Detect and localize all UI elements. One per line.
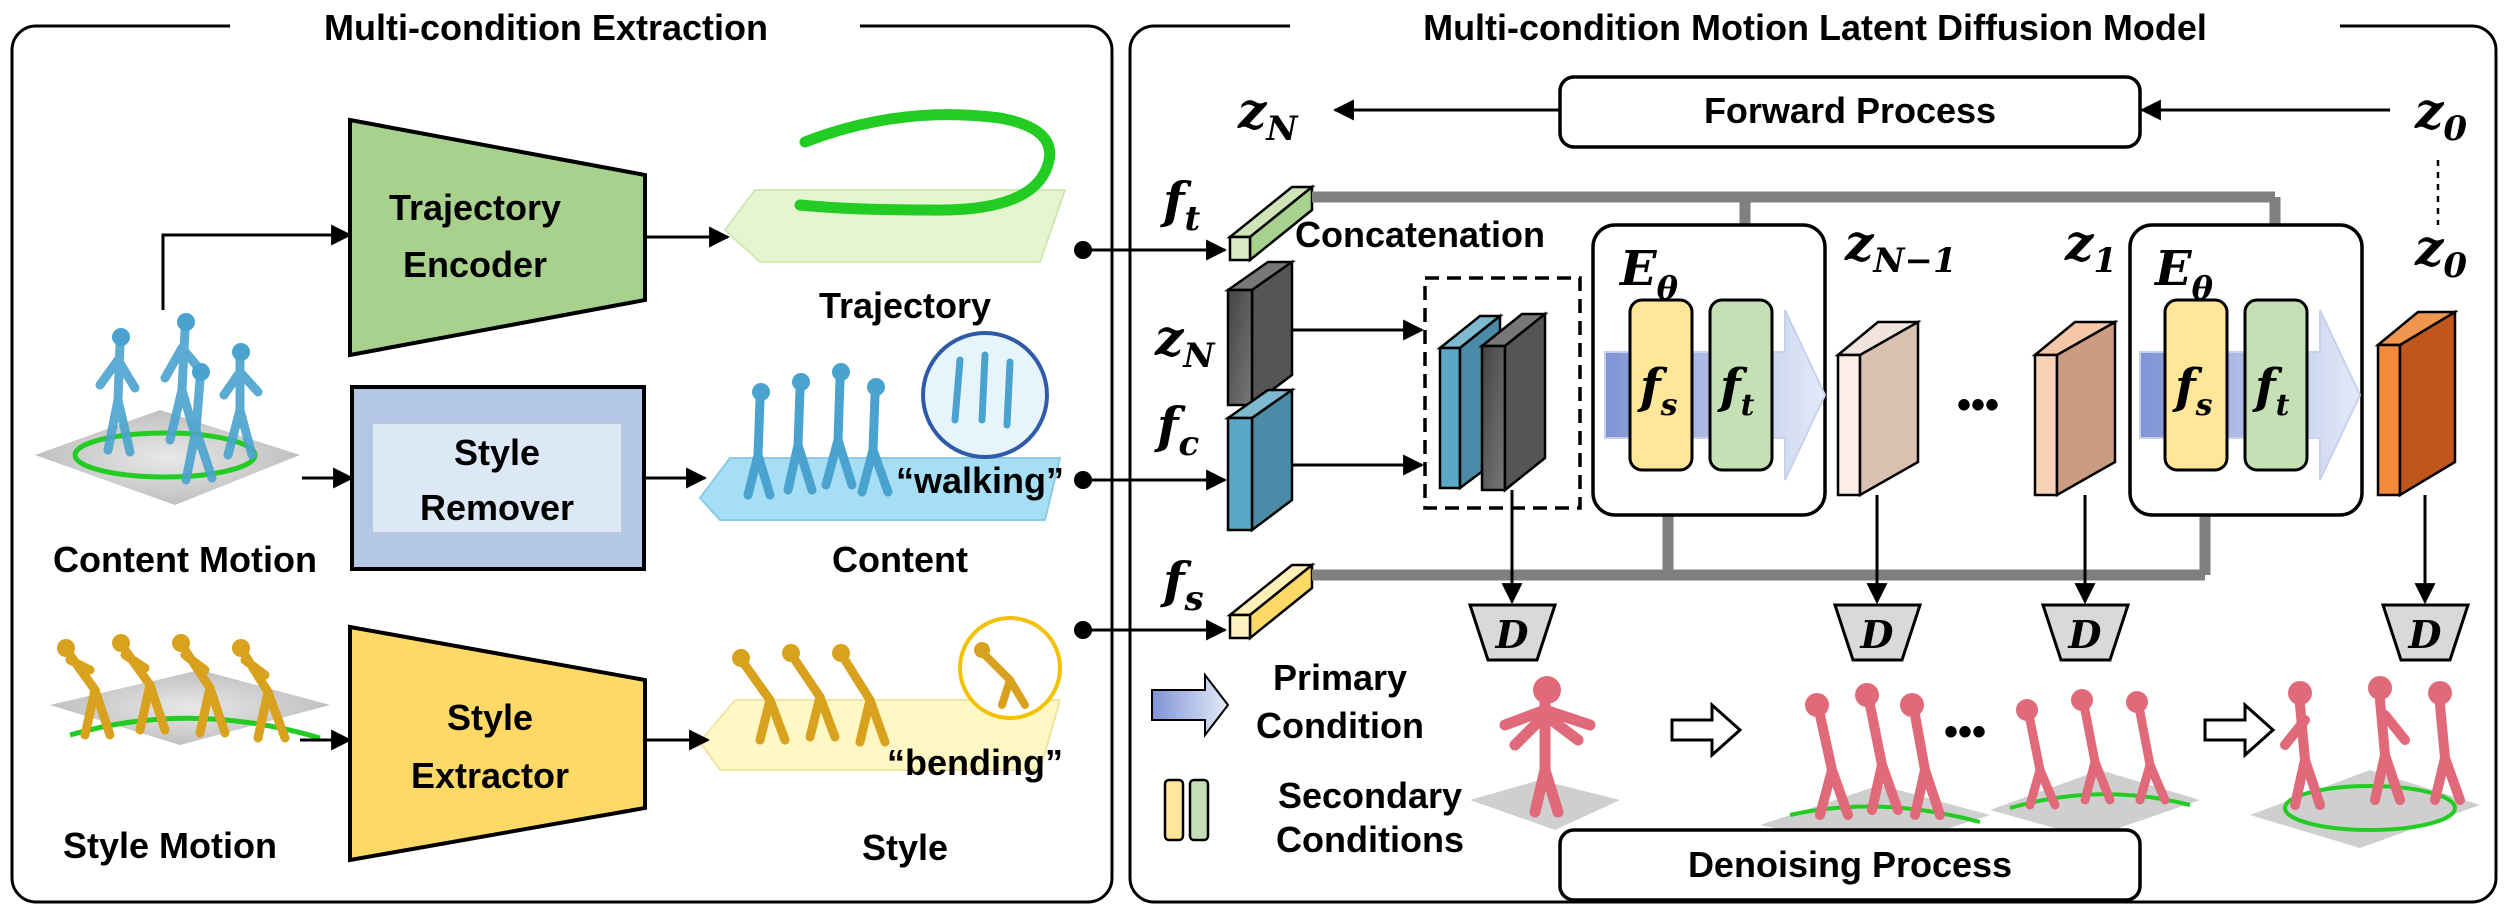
style-motion-illustration [50,634,330,745]
f-s-cell-1 [1628,298,1694,472]
primary-condition-legend-icon [1151,672,1230,738]
trajectory-output-illustration [723,109,1067,263]
f-c-label: fc [1154,396,1200,464]
style-extractor-label-2: Extractor [411,755,569,796]
f-s-cell-2 [2163,298,2229,472]
content-motion-illustration [35,313,300,505]
f-c-block [1224,387,1296,533]
f-s-label: fs [1160,551,1204,619]
generated-motion-4 [2250,676,2480,848]
right-panel-title: Multi-condition Motion Latent Diffusion … [1423,7,2207,48]
svg-text:D: D [2408,612,2442,657]
walking-label: “walking” [896,460,1064,501]
style-motion-label: Style Motion [63,825,277,866]
z-0-top-label: z0 [2414,81,2467,149]
f-t-cell-2 [2243,298,2309,472]
style-extractor-block [348,624,647,863]
z-n-minus-1-block [1834,319,1922,498]
legend-secondary-line-2: Conditions [1276,819,1464,860]
decoder-2: D [1832,603,1923,662]
concatenation-label: Concatenation [1295,214,1545,255]
style-remover-label-2: Remover [420,487,574,528]
style-output-illustration [698,616,1062,771]
denoiser-1-label: Eθ [1618,241,1679,307]
z-0-block [2374,309,2459,498]
z-1-label: z1 [2064,213,2117,281]
decoder-4: D [2380,603,2471,662]
legend-primary-line-1: Primary [1273,657,1407,698]
legend-secondary-line-1: Secondary [1278,775,1462,816]
decoder-arrows [1501,490,2436,605]
left-panel-title: Multi-condition Extraction [324,7,768,48]
z-n-left-label: zN [1154,308,1216,376]
secondary-conditions-legend-icon [1163,778,1210,842]
generated-motion-3 [1990,689,2200,838]
denoising-process-box [1558,828,2142,902]
z-n-minus-1-label: zN−1 [1844,213,1957,281]
style-remover-label-1: Style [454,432,540,473]
content-output-illustration [698,331,1062,521]
denoiser-2-label: Eθ [2153,241,2214,307]
style-output-label: Style [862,827,948,868]
concatenated-latent [1436,311,1549,493]
style-extractor-label-1: Style [447,697,533,738]
decoder-3: D [2040,603,2131,662]
svg-text:D: D [1860,612,1894,657]
z-n-block [1224,259,1296,408]
z-n-top-label: zN [1237,81,1299,149]
progress-arrow-1 [1670,701,1743,759]
f-t-label: ft [1160,171,1201,239]
left-panel-arrows [161,224,1228,751]
f-t-block [1226,184,1316,263]
content-motion-label: Content Motion [53,539,317,580]
content-output-label: Content [832,539,968,580]
legend-primary-line-2: Condition [1256,705,1424,746]
ellipsis-motions: ••• [1944,710,1986,754]
trajectory-output-label: Trajectory [819,285,991,326]
f-t-cell-1 [1708,298,1774,472]
forward-process-label: Forward Process [1704,90,1996,131]
svg-text:D: D [2068,612,2102,657]
ellipsis-latents: ••• [1957,383,1999,427]
trajectory-encoder-block [348,117,647,358]
denoising-process-label: Denoising Process [1688,844,2012,885]
trajectory-encoder-label-1: Trajectory [389,187,561,228]
generated-motion-1 [1470,676,1620,830]
f-s-block [1226,562,1316,641]
trajectory-encoder-label-2: Encoder [403,244,547,285]
svg-text:D: D [1495,612,1529,657]
z-0-right-label: z0 [2414,218,2467,286]
z-1-block [2031,319,2119,498]
generated-motion-2 [1760,683,1990,850]
progress-arrow-2 [2203,701,2276,759]
decoder-1: D [1467,603,1558,662]
bending-label: “bending” [887,742,1063,783]
concatenation-box [1423,276,1582,510]
